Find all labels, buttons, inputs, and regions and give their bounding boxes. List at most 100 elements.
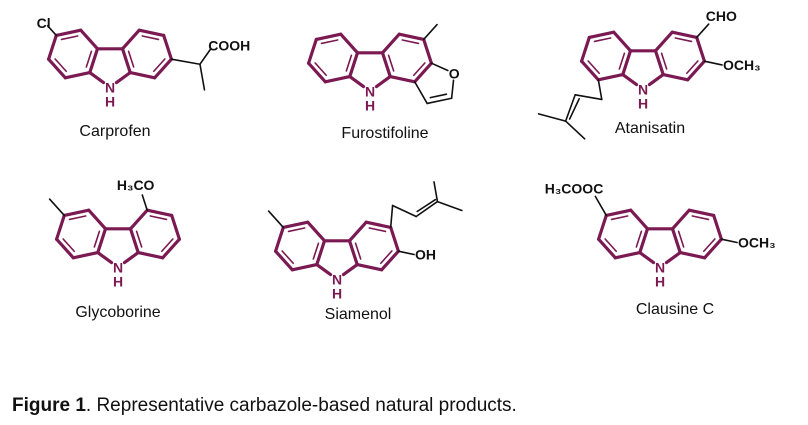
ring-bond	[273, 225, 285, 253]
prenyl-double-bond	[564, 93, 577, 122]
ring-bond	[161, 237, 182, 260]
methyl-bond	[48, 198, 66, 217]
ring-bond	[54, 237, 75, 260]
ring-bond	[314, 32, 343, 42]
ring-bond	[79, 28, 100, 51]
chloro-label: Cl	[37, 15, 51, 31]
methyl-bond	[564, 120, 586, 140]
hydroxyl-label: OH	[415, 247, 436, 263]
ring-bond	[341, 262, 359, 277]
ring-bond	[128, 70, 157, 80]
double-bond-line	[677, 230, 685, 248]
hydroxyl-bond	[397, 250, 415, 256]
carboxyl-bond	[199, 48, 212, 66]
prenyl-double-bond	[415, 200, 439, 218]
double-bond-line	[141, 35, 160, 41]
ring-bond	[62, 208, 91, 218]
hydrogen-atom: H	[113, 273, 123, 289]
formyl-label: CHO	[706, 8, 737, 24]
hydrogen-atom: H	[655, 273, 665, 289]
nitrogen-atom: N	[365, 83, 375, 99]
ring-bond	[54, 28, 83, 38]
methyl-bond	[199, 63, 206, 91]
ring-bond	[153, 57, 174, 80]
furan-bond	[426, 97, 453, 105]
double-bond-line	[618, 52, 626, 70]
ring-bond	[647, 72, 665, 87]
ring-bond	[664, 250, 682, 265]
double-bond-line	[135, 230, 143, 248]
ring-bond	[306, 37, 318, 65]
ring-bond	[612, 30, 633, 53]
ring-bond	[315, 262, 333, 277]
prenyl-bond	[391, 204, 417, 218]
ring-bond	[88, 47, 100, 75]
nitrogen-atom: N	[113, 259, 123, 275]
ring-bond	[170, 213, 182, 241]
double-bond-line	[429, 93, 448, 99]
double-bond-line	[380, 250, 393, 265]
hydrogen-atom: H	[638, 95, 648, 111]
ring-bond	[355, 262, 384, 272]
ring-bond	[136, 250, 165, 260]
ring-bond	[380, 249, 401, 272]
double-bond-line	[85, 50, 93, 68]
double-bond-line	[287, 227, 306, 233]
ring-bond	[46, 57, 67, 80]
chloro-bond	[46, 24, 58, 37]
ring-bond	[413, 61, 434, 84]
methyl-bond	[433, 181, 439, 203]
ring-bond	[290, 262, 319, 272]
alkyl-bond	[170, 58, 201, 66]
ring-bond	[670, 227, 682, 255]
double-bond-line	[281, 250, 294, 265]
ring-bond	[88, 70, 106, 85]
ring-bond	[638, 250, 656, 265]
double-bond-line	[368, 227, 387, 233]
hydrogen-atom: H	[105, 93, 115, 109]
double-bond-line	[387, 54, 395, 72]
figure-caption: Figure 1. Representative carbazole-based…	[12, 395, 517, 417]
double-bond-line	[401, 39, 420, 45]
molecule-name: Furostifoline	[341, 125, 428, 142]
nitrogen-atom: N	[332, 271, 342, 287]
ring-bond	[281, 220, 310, 230]
double-bond-line	[320, 39, 339, 45]
furan-bond	[450, 79, 455, 100]
double-bond-line	[413, 62, 426, 77]
ring-bond	[687, 208, 716, 218]
ring-bond	[315, 239, 327, 267]
double-bond-line	[674, 37, 693, 43]
double-bond-line	[660, 52, 668, 70]
ring-bond	[339, 32, 360, 55]
ring-bond	[120, 47, 132, 75]
hydrogen-atom: H	[332, 285, 342, 301]
double-bond-line	[127, 50, 135, 68]
ring-bond	[604, 208, 633, 218]
prenyl-double-bond	[568, 97, 581, 120]
methyl-bond	[267, 210, 285, 229]
methoxy-label: H₃CO	[117, 177, 155, 193]
ring-bond	[96, 227, 108, 255]
molecule-name: Atanisatin	[615, 120, 685, 137]
prenyl-bond	[389, 204, 394, 229]
methoxy-bond	[720, 238, 738, 244]
ring-bond	[306, 220, 327, 243]
methyl-bond	[422, 23, 438, 41]
ring-bond	[162, 33, 174, 61]
molecule-name: Clausine C	[636, 301, 714, 318]
nitrogen-atom: N	[105, 79, 115, 95]
ring-bond	[422, 37, 434, 65]
ring-bond	[63, 70, 92, 80]
methoxy-bond	[141, 194, 149, 212]
nitrogen-atom: N	[638, 81, 648, 97]
ring-bond	[695, 35, 707, 63]
ring-bond	[380, 51, 392, 79]
ring-bond	[596, 72, 625, 82]
ring-bond	[638, 227, 650, 255]
ring-bond	[347, 239, 359, 267]
